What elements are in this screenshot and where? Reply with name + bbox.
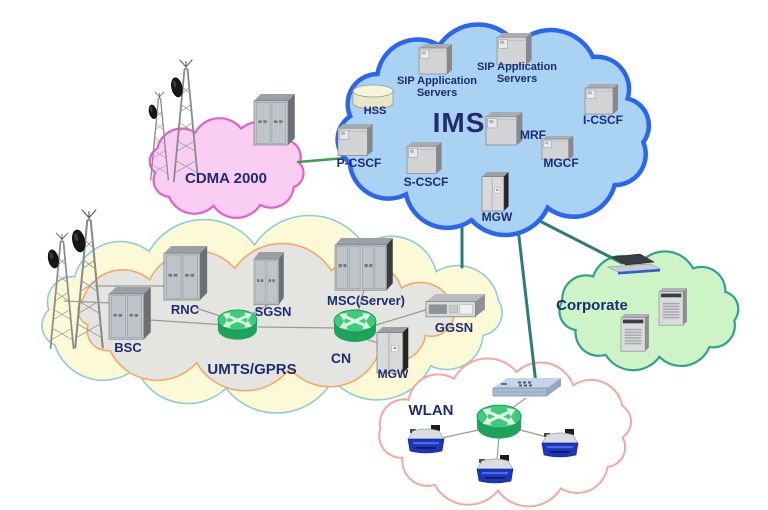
router-icon xyxy=(218,310,257,340)
link-bsc-router1 xyxy=(149,319,227,326)
label-rnc: RNC xyxy=(170,302,200,317)
bsc-cabinet-icon xyxy=(108,286,152,340)
label-mrf: MRF xyxy=(520,128,546,142)
label-mgw-ims: MGW xyxy=(481,210,513,224)
rnc-cabinet-icon xyxy=(163,245,208,301)
label-s-cscf: S-CSCF xyxy=(403,175,449,189)
router-icon xyxy=(334,310,376,342)
label-sip-app-servers: SIP Application Servers xyxy=(396,75,478,99)
link-router3-ap2 xyxy=(496,435,500,461)
label-ims: IMS xyxy=(432,107,486,138)
label-bsc: BSC xyxy=(114,340,142,355)
ggsn-chassis-icon xyxy=(425,293,486,318)
access-point-icon xyxy=(476,454,514,484)
label-corporate: Corporate xyxy=(556,297,628,314)
link-router2-ggsn xyxy=(375,307,433,326)
access-point-icon xyxy=(541,428,579,458)
mrf-server-icon xyxy=(485,111,523,146)
mgw-cabinet-icon xyxy=(481,171,509,212)
label-mgw-umts: MGW xyxy=(377,367,409,381)
link-cdma-to-ims xyxy=(296,156,348,164)
cdma-cabinet-icon xyxy=(253,93,296,146)
i-cscf-server-icon xyxy=(584,83,619,115)
sip-app-server-icon xyxy=(496,32,533,66)
link-tower-bsc xyxy=(63,300,113,304)
label-hss: HSS xyxy=(363,105,387,117)
sgsn-cabinet-icon xyxy=(253,251,285,306)
link-ims-to-wlan xyxy=(514,209,538,386)
msc-cabinet-icon xyxy=(334,237,394,291)
corporate-server-icon xyxy=(620,313,650,352)
router-icon xyxy=(477,405,521,439)
p-cscf-server-icon xyxy=(337,123,374,157)
cloud-corporate xyxy=(558,250,740,372)
sip-app-server-icon xyxy=(418,43,453,75)
label-wlan: WLAN xyxy=(408,402,454,419)
label-sgsn: SGSN xyxy=(254,304,292,319)
s-cscf-server-icon xyxy=(406,141,443,175)
label-i-cscf: I-CSCF xyxy=(583,113,623,127)
label-p-cscf: P-CSCF xyxy=(336,156,382,170)
link-router1-router2 xyxy=(257,326,339,329)
label-sip-app-servers: SIP Application Servers xyxy=(476,61,558,85)
label-msc-server: MSC(Server) xyxy=(326,293,406,308)
access-point-icon xyxy=(407,424,445,454)
corporate-server-icon xyxy=(658,287,688,326)
label-cdma2000: CDMA 2000 xyxy=(185,170,267,187)
label-mgcf: MGCF xyxy=(543,156,579,170)
label-umts-gprs: UMTS/GPRS xyxy=(207,361,297,378)
label-cn: CN xyxy=(330,350,352,366)
label-ggsn: GGSN xyxy=(434,320,474,335)
